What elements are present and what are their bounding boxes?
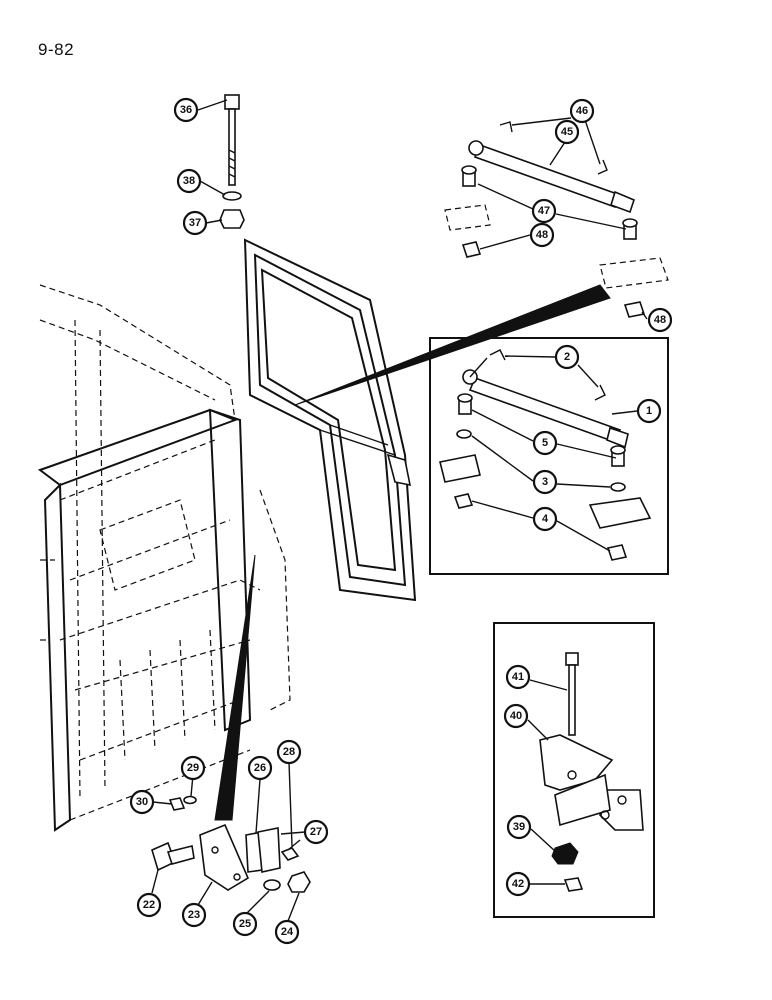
- callout-46: 46: [569, 98, 595, 124]
- callout-48-right: 48: [647, 307, 673, 333]
- svg-text:28: 28: [283, 746, 295, 758]
- svg-text:5: 5: [542, 437, 548, 449]
- svg-text:4: 4: [542, 513, 549, 525]
- svg-text:29: 29: [187, 762, 199, 774]
- svg-text:42: 42: [512, 878, 524, 890]
- callout-5: 5: [532, 430, 558, 456]
- callout-37: 37: [182, 210, 208, 236]
- lower-hinge-parts: [151, 795, 311, 893]
- svg-text:27: 27: [310, 826, 322, 838]
- callout-1: 1: [636, 398, 662, 424]
- svg-text:25: 25: [239, 918, 251, 930]
- svg-text:45: 45: [561, 126, 573, 138]
- callout-26: 26: [247, 755, 273, 781]
- callout-36: 36: [173, 97, 199, 123]
- callout-23: 23: [181, 902, 207, 928]
- callout-29: 29: [180, 755, 206, 781]
- svg-text:22: 22: [143, 899, 155, 911]
- svg-text:38: 38: [183, 175, 195, 187]
- callout-27: 27: [303, 819, 329, 845]
- callout-39: 39: [506, 814, 532, 840]
- svg-text:46: 46: [576, 105, 588, 117]
- detail-leader-wedge-top: [294, 284, 611, 406]
- hinge-detail-parts: [539, 652, 644, 892]
- leader-lines: [151, 99, 648, 922]
- callout-2: 2: [554, 344, 580, 370]
- callout-4: 4: [532, 506, 558, 532]
- page-number: 9-82: [38, 40, 75, 59]
- callout-40: 40: [503, 703, 529, 729]
- callout-41: 41: [505, 664, 531, 690]
- svg-text:41: 41: [512, 671, 524, 683]
- callout-3: 3: [532, 469, 558, 495]
- svg-text:47: 47: [538, 205, 550, 217]
- cab-body: [37, 284, 291, 832]
- svg-text:30: 30: [136, 796, 148, 808]
- svg-text:36: 36: [180, 104, 192, 116]
- svg-text:3: 3: [542, 476, 548, 488]
- callout-42: 42: [505, 871, 531, 897]
- upper-bolt-parts: [219, 94, 245, 229]
- detail-leader-wedge-bottom: [214, 554, 256, 821]
- callout-28: 28: [276, 739, 302, 765]
- svg-text:2: 2: [564, 351, 570, 363]
- callout-45: 45: [554, 119, 580, 145]
- svg-text:23: 23: [188, 909, 200, 921]
- svg-text:48: 48: [536, 229, 548, 241]
- svg-text:26: 26: [254, 762, 266, 774]
- svg-text:48: 48: [654, 314, 666, 326]
- callout-48-top: 48: [529, 222, 555, 248]
- hinge-detail-box: [493, 622, 655, 918]
- callout-25: 25: [232, 911, 258, 937]
- svg-text:37: 37: [189, 217, 201, 229]
- svg-text:40: 40: [510, 710, 522, 722]
- door-frame: [243, 238, 417, 602]
- callout-22: 22: [136, 892, 162, 918]
- strut-detail-parts: [439, 349, 652, 561]
- svg-text:39: 39: [513, 821, 525, 833]
- svg-text:24: 24: [281, 926, 294, 938]
- callout-24: 24: [274, 919, 300, 945]
- upper-strut-parts: [444, 121, 669, 318]
- callout-30: 30: [129, 789, 155, 815]
- svg-text:1: 1: [646, 405, 652, 417]
- callout-47: 47: [531, 198, 557, 224]
- callout-38: 38: [176, 168, 202, 194]
- strut-detail-box: [429, 337, 669, 575]
